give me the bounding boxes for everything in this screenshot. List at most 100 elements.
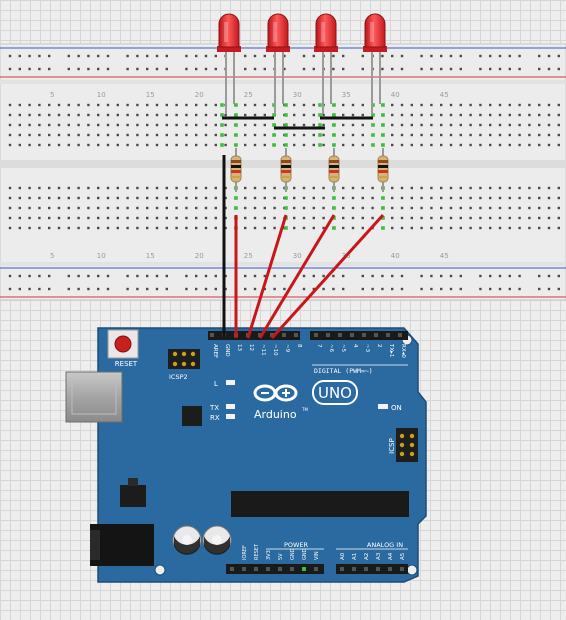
red-led[interactable] (363, 13, 387, 114)
breadboard-hole (361, 216, 364, 220)
breadboard-hole (430, 67, 433, 71)
breadboard-hole (67, 133, 70, 137)
power-header[interactable] (226, 564, 324, 574)
breadboard-hole (538, 274, 541, 278)
breadboard-hole (8, 143, 12, 147)
breadboard-hole (195, 186, 198, 190)
breadboard-hole (302, 196, 306, 200)
breadboard-hole (518, 133, 521, 137)
breadboard-hole (38, 287, 41, 291)
reset-button[interactable] (107, 329, 139, 359)
breadboard-hole (459, 143, 462, 147)
breadboard-hole (165, 143, 168, 147)
breadboard-hole (155, 143, 159, 147)
breadboard-hole (126, 274, 129, 278)
breadboard-hole (18, 196, 21, 200)
breadboard-hole (351, 186, 355, 190)
breadboard-hole (459, 206, 462, 210)
breadboard-hole (87, 123, 90, 127)
pin-label-a0: A0 (340, 552, 346, 560)
resistor[interactable] (328, 148, 340, 192)
red-led[interactable] (266, 13, 290, 114)
breadboard-hole (391, 274, 394, 278)
breadboard-hole (224, 287, 227, 291)
breadboard-hole (469, 216, 472, 220)
breadboard-hole (479, 274, 482, 278)
breadboard-hole (528, 113, 531, 117)
breadboard-hole (449, 216, 453, 220)
breadboard-hole (263, 186, 266, 190)
breadboard-hole (302, 206, 306, 210)
breadboard-hole (185, 103, 188, 107)
breadboard-hole (479, 67, 482, 71)
resistor[interactable] (280, 148, 292, 192)
breadboard-hole (400, 186, 404, 190)
icsp-header[interactable] (396, 428, 418, 462)
breadboard-hole (146, 133, 149, 137)
breadboard-hole (302, 226, 306, 230)
breadboard-hole (312, 113, 315, 117)
breadboard-hole (67, 196, 70, 200)
breadboard-hole (204, 103, 208, 107)
signal-wire-pin-11[interactable] (258, 214, 336, 339)
breadboard-hole (263, 133, 266, 137)
breadboard-hole (126, 67, 129, 71)
breadboard-hole (8, 274, 12, 278)
breadboard-hole (87, 186, 90, 190)
breadboard-hole (18, 226, 21, 230)
breadboard-hole (57, 196, 61, 200)
breadboard-hole (204, 186, 208, 190)
breadboard-hole (479, 143, 482, 147)
analog-header[interactable] (336, 564, 408, 574)
pin-label-6: ~6 (328, 344, 334, 353)
connected-hole (234, 103, 238, 107)
icsp2-label: ICSP2 (169, 373, 188, 381)
icsp2-header[interactable] (168, 349, 200, 369)
connected-hole (220, 113, 224, 117)
breadboard-hole (155, 196, 159, 200)
breadboard-hole (8, 226, 12, 230)
breadboard-hole (28, 103, 31, 107)
breadboard-hole (77, 67, 80, 71)
resistor[interactable] (230, 148, 242, 192)
column-number: 30 (293, 91, 302, 99)
breadboard-hole (263, 206, 266, 210)
breadboard-hole (557, 143, 560, 147)
breadboard-hole (302, 123, 306, 127)
breadboard-hole (155, 216, 159, 220)
pin-hole (230, 567, 234, 571)
breadboard-hole (518, 186, 521, 190)
breadboard-hole (361, 143, 364, 147)
breadboard-hole (204, 226, 208, 230)
breadboard-hole (391, 54, 394, 58)
breadboard-hole (57, 216, 61, 220)
breadboard-hole (518, 287, 521, 291)
breadboard-hole (97, 226, 100, 230)
resistor[interactable] (377, 148, 389, 192)
breadboard-hole (106, 226, 110, 230)
breadboard-hole (146, 226, 149, 230)
pin-hole (242, 567, 246, 571)
breadboard-hole (67, 287, 70, 291)
breadboard-hole (67, 103, 70, 107)
breadboard-hole (557, 67, 560, 71)
breadboard-hole (302, 287, 306, 291)
connected-hole (318, 123, 322, 127)
breadboard-hole (351, 196, 355, 200)
red-led[interactable] (314, 13, 338, 114)
red-led[interactable] (217, 13, 241, 114)
breadboard-hole (38, 103, 41, 107)
breadboard-hole (97, 133, 100, 137)
signal-wire-pin-12[interactable] (246, 214, 288, 339)
breadboard-hole (126, 143, 129, 147)
breadboard-hole (420, 103, 423, 107)
breadboard-hole (420, 206, 423, 210)
pin-hole (258, 333, 262, 337)
breadboard-hole (273, 226, 276, 230)
column-number: 20 (195, 252, 204, 260)
signal-wire-pin-10[interactable] (270, 213, 385, 340)
breadboard-hole (18, 216, 21, 220)
breadboard-hole (498, 226, 502, 230)
breadboard-hole (8, 103, 12, 107)
connected-hole (332, 216, 336, 220)
